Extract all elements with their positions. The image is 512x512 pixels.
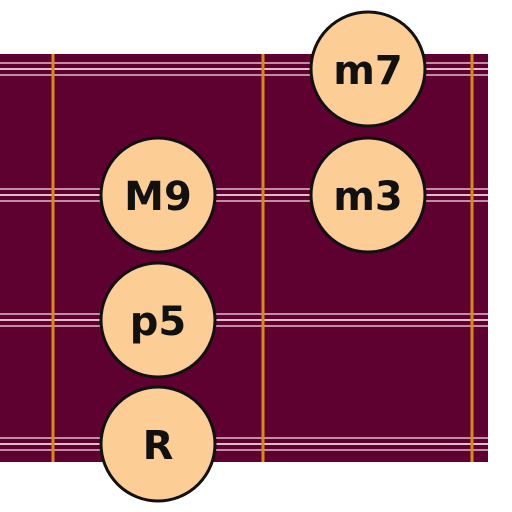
fret-wires xyxy=(51,54,474,462)
note-marker-m7: m7 xyxy=(309,10,427,128)
note-dot xyxy=(99,261,217,379)
note-dot xyxy=(309,136,427,254)
fretboard-background xyxy=(0,54,488,462)
note-label: m7 xyxy=(333,48,403,94)
note-marker-r: R xyxy=(99,385,217,503)
note-markers: m7 m3 M9 p5R xyxy=(99,10,427,503)
note-marker-m9: M9 xyxy=(99,136,217,254)
note-dot xyxy=(99,385,217,503)
note-label: p5 xyxy=(130,299,186,345)
note-label: R xyxy=(143,423,174,469)
note-label: m3 xyxy=(333,174,403,220)
note-label: M9 xyxy=(124,174,192,220)
note-dot xyxy=(309,10,427,128)
note-marker-p5: p5 xyxy=(99,261,217,379)
note-marker-m3: m3 xyxy=(309,136,427,254)
strings xyxy=(0,62,488,451)
note-dot xyxy=(99,136,217,254)
